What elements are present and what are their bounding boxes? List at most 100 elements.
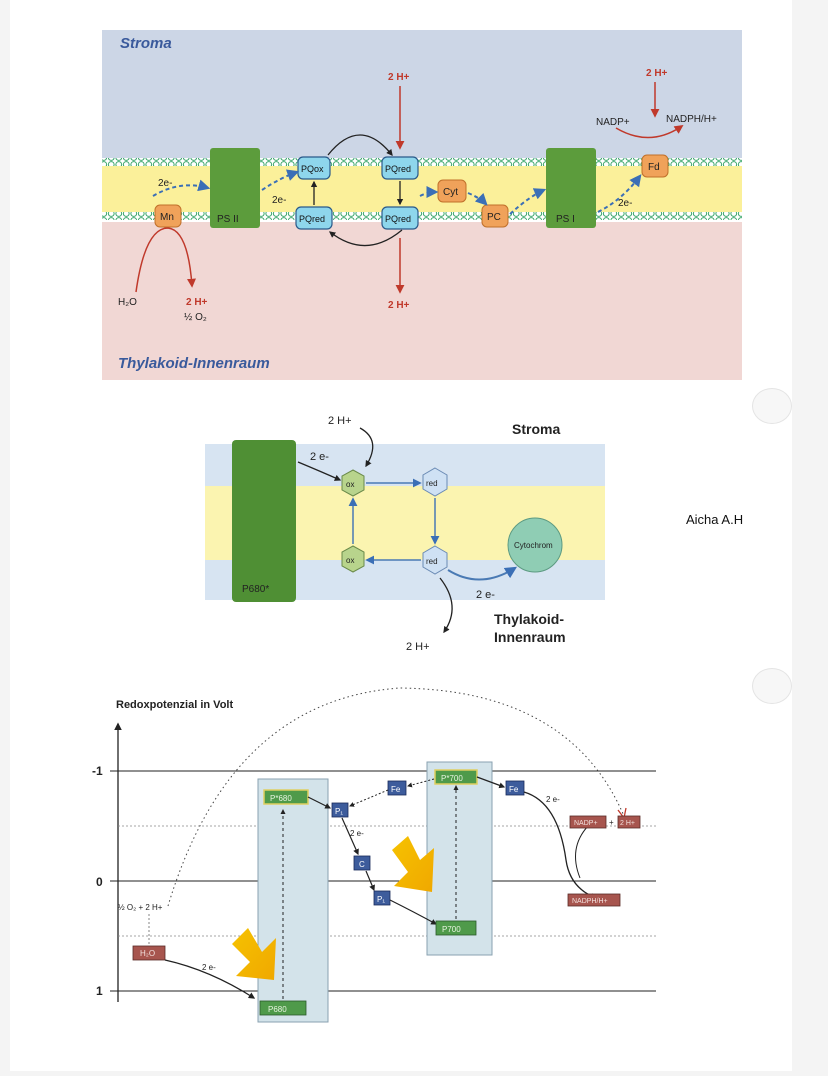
pq-red-bottom-left-box [295,206,333,230]
tick-0: 0 [96,875,103,889]
red-top-hexagon [422,467,448,497]
z-scheme-diagram: Redoxpotenzial in Volt -1 0 1 ½ O₂ + 2 H… [92,687,656,1023]
red-top-label: red [426,479,438,488]
h-top-pq-label: 2 H+ [388,72,410,83]
stroma-region [102,30,742,158]
binder-hole-top [752,388,792,424]
d2-h-bottom-arrow [439,577,453,634]
fe-left-label: Fe [391,785,401,794]
h-box [617,815,641,829]
redox-axis-label: Redoxpotenzial in Volt [116,699,233,711]
p700-to-fe-left-dotted [407,778,435,788]
pq-ox-top-label: PQox [301,164,324,174]
pq-cycle-top-arrow [327,134,393,157]
p1-to-p700-arrow [389,899,438,925]
pq-red-top-box [381,156,419,180]
red-bottom-hexagon [422,545,448,575]
e-left-label: 2 e- [202,963,216,972]
fe-left-box [387,780,407,796]
tick-minus1: -1 [92,764,103,778]
ps1-label: PS I [556,214,575,225]
p680-bottom-box [259,1000,307,1016]
fe-left-to-p1-dotted [349,789,389,807]
d2-h-bottom-label: 2 H+ [406,641,430,653]
ps2-label: PS II [217,214,239,225]
p1-label: P₁ [335,807,343,816]
fe-to-nadph-arrow [523,791,598,900]
pc-box [481,204,509,228]
d2-h-top-arrow [359,427,374,468]
author-signature: Aicha A.H [686,512,744,527]
cytochrom-label: Cytochrom [514,541,553,550]
pq-cycle-diagram: P680* Stroma Thylakoid- Innenraum 2 H+ 2… [205,415,605,653]
stroma-label: Stroma [120,35,172,52]
binder-hole-bottom [752,668,792,704]
electron-label-mid: 2e- [272,195,286,206]
h2o-label: H₂O [118,297,137,308]
pq-cycle-bottom-arrow [328,229,403,247]
d2-h-top-label: 2 H+ [328,415,352,427]
pq-ox-top-box [297,156,331,180]
membrane-bottom-layer [102,212,742,220]
ps2-complex [210,148,260,228]
d2-lumen-label-2: Innenraum [494,629,566,645]
p700-to-fe-right-arrow [476,776,506,789]
d2-e-top-label: 2 e- [310,451,329,463]
p1-box [331,802,349,818]
electron-arrow-pq-cyt [419,186,439,199]
pq-red-top-label: PQred [385,164,411,174]
d2-stroma-label: Stroma [512,421,560,437]
p680-to-p1-arrow [307,796,332,809]
p1-second-box [373,890,391,906]
c-label: C [359,860,365,869]
nadp-box [569,815,607,829]
light-arrow-ps2 [232,928,276,980]
h2o-label: H₂O [140,949,155,958]
ps1-complex [546,148,596,228]
p680-top-label: P*680 [270,794,292,803]
d2-e-bottom-label: 2 e- [476,589,495,601]
c-to-p1-arrow [365,870,375,892]
nadph-label: NADPH/H+ [666,114,717,125]
p680-complex [232,440,296,602]
nadph-box [567,893,621,907]
d2-e-top-arrow [297,461,342,481]
fe-right-box [505,780,525,796]
p700-bottom-box [435,920,477,936]
lumen-region [102,222,742,380]
ox-bottom-label: ox [346,556,354,565]
nadp-to-nadph-curve [575,825,589,879]
electron-arrow-cyt-pc [467,192,488,206]
h2o-box [132,945,166,961]
d2-lumen-label-1: Thylakoid- [494,611,564,627]
h2o-to-p680-arrow [164,959,256,999]
water-splitting-arrow [135,227,196,293]
fe-right-label: Fe [509,785,519,794]
e-mid-label: 2 e- [350,829,364,838]
p1-second-label: P₁ [377,895,385,904]
h-label: 2 H+ [620,820,635,827]
tick-1: 1 [96,984,103,998]
mn-cluster [154,204,182,228]
diagram-svg: Stroma Thylakoid-Innenraum PS II Mn PQox… [92,30,742,1023]
electron-arrow-ps2-pq [261,169,300,191]
d2-e-bottom-arrow [447,566,518,581]
h-lumen-ps2-label: 2 H+ [186,297,208,308]
pc-label: PC [487,212,501,223]
electron-arrow-to-ps2 [152,179,211,197]
ps2-panel [257,778,329,1023]
o2-label: ½ O₂ + 2 H+ [118,903,163,912]
p680-bottom-label: P680 [268,1005,287,1014]
h-bottom-pq-label: 2 H+ [388,300,410,311]
membrane-diagram: Stroma Thylakoid-Innenraum PS II Mn PQox… [102,30,742,380]
e-right-label: 2 e- [546,795,560,804]
ox-top-hexagon [341,469,365,497]
pq-red-bottom-right-label: PQred [385,214,411,224]
ox-top-label: ox [346,480,354,489]
nadph-label: NADPH/H+ [572,898,608,905]
document-page: Stroma Thylakoid-Innenraum PS II Mn PQox… [10,0,792,1071]
c-box [353,855,371,871]
fd-box [641,154,669,178]
o2-label: ½ O₂ [184,312,207,323]
p700-top-label: P*700 [441,774,463,783]
